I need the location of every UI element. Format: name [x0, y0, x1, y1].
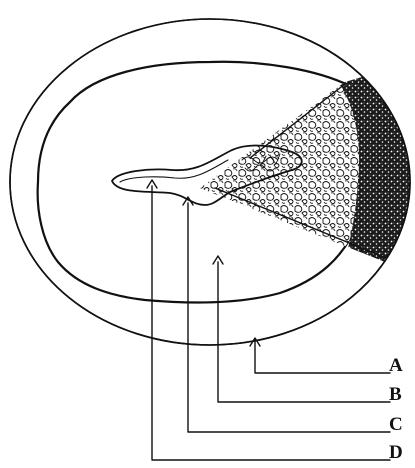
leader-line-a: [255, 340, 390, 373]
label-d: D: [389, 442, 403, 463]
label-a: A: [389, 355, 403, 376]
label-c: C: [389, 414, 403, 435]
label-b: B: [389, 384, 402, 405]
